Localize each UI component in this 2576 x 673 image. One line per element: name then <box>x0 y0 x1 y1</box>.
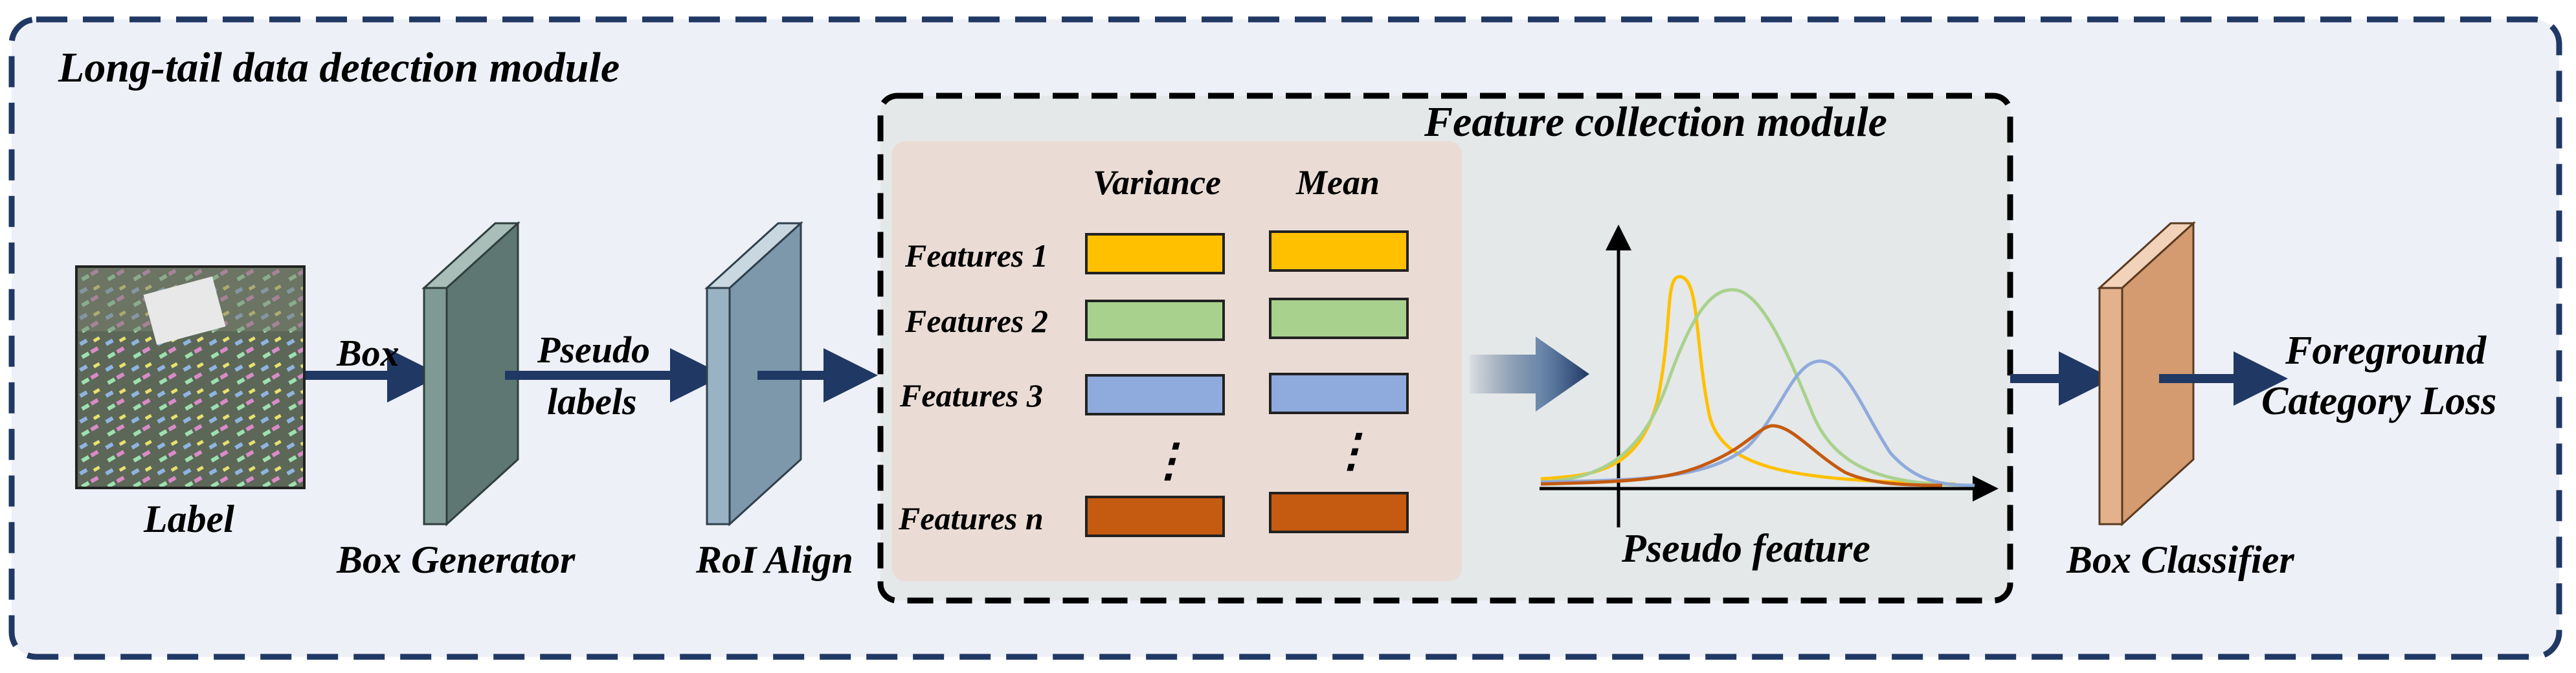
feature-module-title: Feature collection module <box>1424 98 1887 146</box>
header-variance: Variance <box>1093 163 1221 202</box>
feature-row-label: Features 3 <box>899 377 1043 414</box>
mean-bar <box>1269 298 1409 339</box>
plot-caption: Pseudo feature <box>1621 527 1870 571</box>
box-generator-block <box>421 221 521 527</box>
flow-label-pseudo-2: labels <box>547 381 637 423</box>
ellipsis-mean: ⋮ <box>1328 426 1374 476</box>
generation-arrow <box>1470 336 1589 412</box>
curve-features-n <box>1540 424 1943 487</box>
box-generator-label: Box Generator <box>336 538 576 581</box>
roi-align-label: RoI Align <box>695 538 853 581</box>
box-classifier-label: Box Classifier <box>2066 538 2294 581</box>
variance-bar <box>1085 374 1225 415</box>
box-classifier-block <box>2097 221 2196 527</box>
curve-features-1 <box>1540 275 1956 486</box>
output-label-line1: Foreground <box>2285 329 2487 373</box>
ellipsis-variance: ⋮ <box>1146 436 1191 486</box>
feature-row-label: Features n <box>898 500 1044 536</box>
input-label: Label <box>143 498 234 540</box>
flow-label-pseudo-1: Pseudo <box>537 329 650 371</box>
mean-bar <box>1269 492 1409 533</box>
variance-bar <box>1085 233 1225 274</box>
variance-bar <box>1085 300 1225 341</box>
mean-bar <box>1269 373 1409 414</box>
output-label-line2: Category Loss <box>2261 379 2496 423</box>
feature-row-label: Features 2 <box>904 303 1048 339</box>
header-mean: Mean <box>1295 163 1380 202</box>
curve-features-2 <box>1540 288 1969 487</box>
variance-bar <box>1085 496 1225 537</box>
mean-bar <box>1269 230 1409 272</box>
flow-label-box: Box <box>336 332 399 374</box>
feature-row-label: Features 1 <box>904 237 1048 274</box>
long-tail-module-title: Long-tail data detection module <box>58 44 620 91</box>
input-image <box>75 265 306 489</box>
